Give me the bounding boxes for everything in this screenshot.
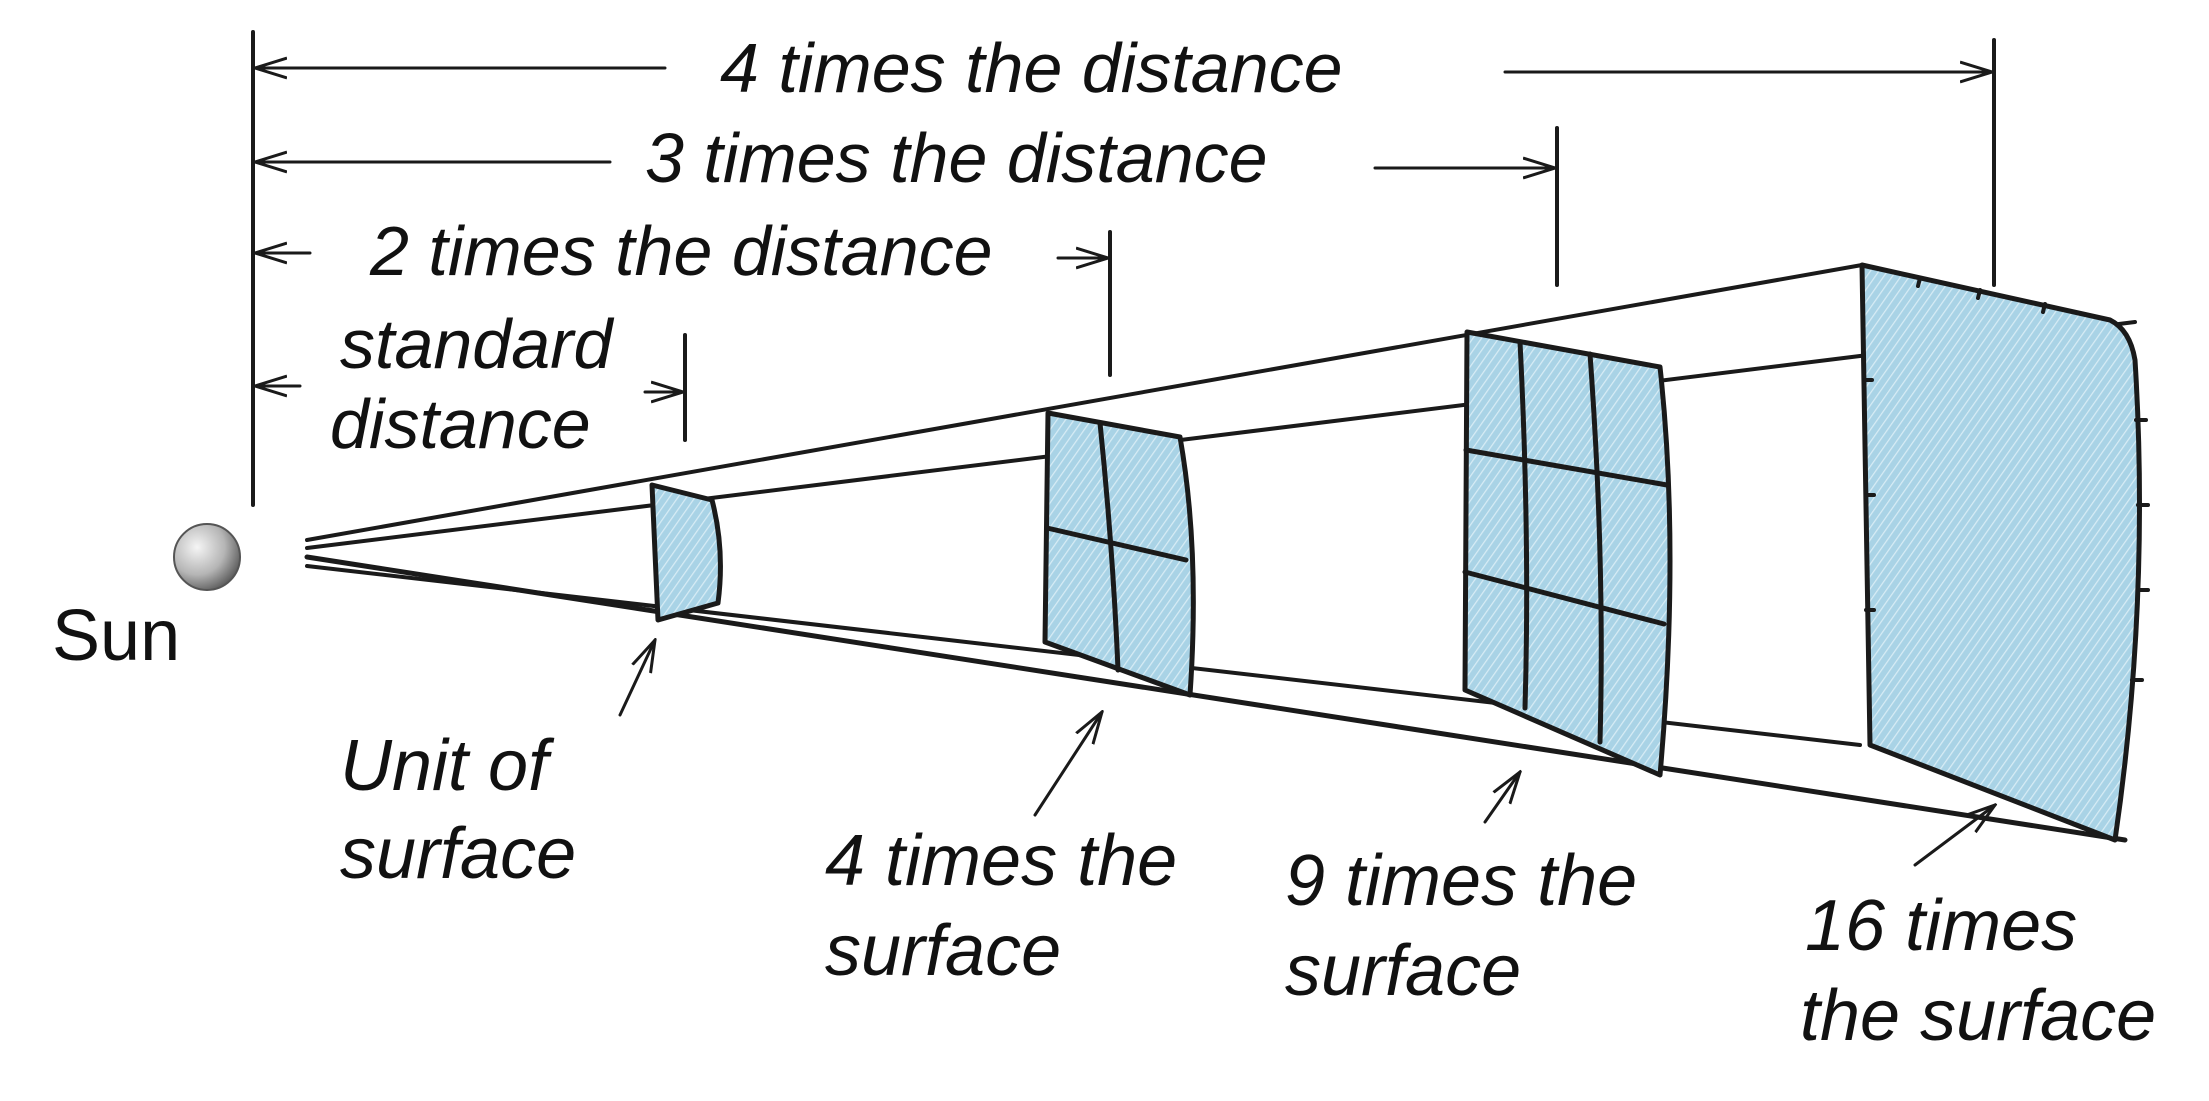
nine-times-surface-label-line2: surface xyxy=(1285,931,1521,1011)
nine-times-surface-label-line1: 9 times the xyxy=(1285,841,1637,921)
sixteen-times-surface-label-line2: the surface xyxy=(1800,976,2156,1056)
sixteen-times-surface-label-line1: 16 times xyxy=(1805,886,2077,966)
dist4-dimension xyxy=(255,68,1992,72)
standard-label-line1: standard xyxy=(340,305,614,383)
unit-surface-label-line1: Unit of xyxy=(340,726,555,806)
dist3-label: 3 times the distance xyxy=(645,119,1268,197)
four-times-surface-label-line1: 4 times the xyxy=(825,821,1177,901)
unit-surface-plane xyxy=(649,482,723,623)
four-times-surface-pointer xyxy=(1033,712,1102,817)
nine-times-surface-plane xyxy=(1462,329,1673,778)
sun-icon xyxy=(173,523,241,591)
sixteen-times-surface-plane xyxy=(1859,262,2150,843)
sun-label: Sun xyxy=(52,596,180,676)
dist4-label: 4 times the distance xyxy=(720,29,1343,107)
unit-surface-pointer xyxy=(618,640,655,717)
sixteen-times-surface-pointer xyxy=(1913,805,1995,867)
dist2-label: 2 times the distance xyxy=(369,212,993,290)
dist3-dimension xyxy=(255,162,1555,168)
standard-dimension xyxy=(255,386,683,392)
dist2-dimension xyxy=(255,253,1108,258)
nine-times-surface-pointer xyxy=(1483,772,1520,824)
standard-label-line2: distance xyxy=(330,385,591,463)
four-times-surface-plane xyxy=(1042,410,1196,698)
unit-surface-label-line2: surface xyxy=(340,814,576,894)
four-times-surface-label-line2: surface xyxy=(825,911,1061,991)
